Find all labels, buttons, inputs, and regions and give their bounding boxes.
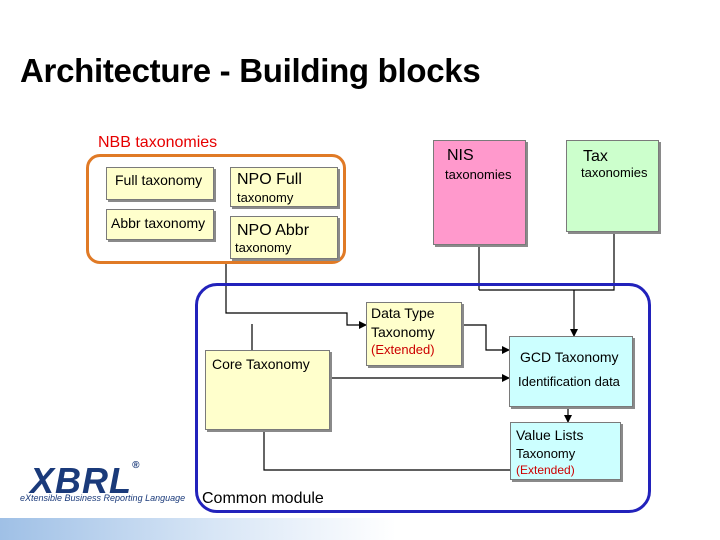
tax-label-line1: Tax: [583, 148, 608, 165]
full-taxonomy-box: Full taxonomy: [106, 167, 214, 200]
npo-abbr-label-line2: taxonomy: [235, 240, 292, 255]
gcd-taxonomy-box: GCD Taxonomy Identification data: [509, 336, 633, 407]
npo-full-taxonomy-box: NPO Full taxonomy: [230, 167, 338, 207]
npo-abbr-taxonomy-box: NPO Abbr taxonomy: [230, 216, 338, 259]
common-module-container: [195, 283, 651, 513]
nbb-taxonomies-label: NBB taxonomies: [98, 134, 218, 151]
abbr-taxonomy-box: Abbr taxonomy: [106, 209, 214, 240]
abbr-taxonomy-label: Abbr taxonomy: [111, 215, 206, 231]
core-taxonomy-box: Core Taxonomy: [205, 350, 330, 430]
datatype-label-line2: Taxonomy: [371, 324, 435, 340]
xbrl-logo-word: XBRL: [30, 460, 132, 501]
datatype-label-line1: Data Type: [371, 305, 435, 321]
nis-label-line2: taxonomies: [445, 167, 512, 182]
nbb-taxonomies-container: [86, 154, 346, 264]
xbrl-tagline: eXtensible Business Reporting Language: [20, 493, 186, 503]
gcd-label-line2: Identification data: [518, 374, 620, 389]
tax-label-line2: taxonomies: [581, 165, 648, 180]
full-taxonomy-label: Full taxonomy: [115, 172, 203, 188]
core-taxonomy-label: Core Taxonomy: [212, 356, 310, 372]
tax-taxonomies-box: Tax taxonomies: [566, 140, 659, 232]
footer-gradient-bar: [0, 518, 720, 540]
datatype-label-line3: (Extended): [371, 342, 435, 357]
common-module-label: Common module: [202, 490, 324, 507]
gcd-label-line1: GCD Taxonomy: [520, 349, 619, 365]
valuelists-label-line2: Taxonomy: [516, 446, 576, 461]
line-valuelists-to-core: [263, 430, 510, 471]
valuelists-taxonomy-box: Value Lists Taxonomy (Extended): [510, 422, 621, 480]
npo-full-label-line2: taxonomy: [237, 190, 294, 205]
valuelists-label-line3: (Extended): [516, 463, 575, 477]
xbrl-registered-mark: ®: [132, 460, 141, 471]
npo-full-label-line1: NPO Full: [237, 171, 302, 188]
npo-abbr-label-line1: NPO Abbr: [237, 222, 310, 239]
line-nbb-to-datatype: [225, 263, 367, 329]
xbrl-logo: XBRL®: [30, 460, 140, 502]
nis-taxonomies-box: NIS taxonomies: [433, 140, 526, 245]
line-tax-down: [479, 232, 615, 291]
line-datatype-to-gcd: [462, 324, 510, 354]
nis-label-line1: NIS: [447, 147, 474, 164]
datatype-taxonomy-box: Data Type Taxonomy (Extended): [366, 302, 462, 366]
valuelists-label-line1: Value Lists: [516, 427, 584, 443]
page-title: Architecture - Building blocks: [20, 52, 481, 89]
